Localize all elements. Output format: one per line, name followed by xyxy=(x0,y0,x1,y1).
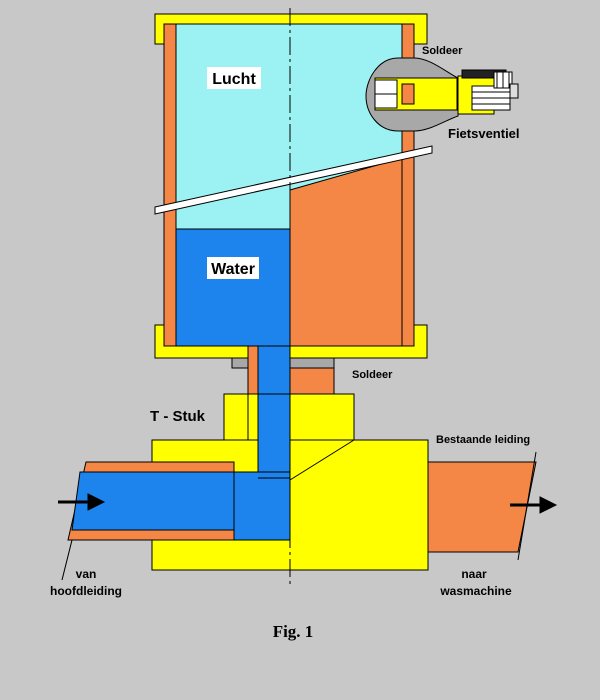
outlet-pipe-copper xyxy=(427,461,537,553)
label-naar: naar xyxy=(461,567,487,581)
label-soldeer-mid: Soldeer xyxy=(352,369,393,381)
standpipe-shoulder xyxy=(289,367,335,395)
t-cavity-water xyxy=(233,471,291,541)
label-van: van xyxy=(76,567,97,581)
svg-text:Water: Water xyxy=(211,261,255,278)
label-hoofdleiding: hoofdleiding xyxy=(50,584,122,598)
arrow-in-icon xyxy=(58,493,106,511)
svg-text:Lucht: Lucht xyxy=(212,71,256,88)
label-bestaande-leiding: Bestaande leiding xyxy=(436,434,530,446)
water-chamber xyxy=(175,228,291,347)
valve-assembly xyxy=(365,57,519,132)
label-t-stuk: T - Stuk xyxy=(150,408,206,425)
label-fietsventiel: Fietsventiel xyxy=(448,126,520,141)
label-water: Water xyxy=(207,257,259,279)
break-line xyxy=(154,145,433,215)
figure-caption: Fig. 1 xyxy=(273,622,314,641)
valve-chip xyxy=(401,83,415,105)
pipes xyxy=(67,461,537,553)
arrow-out-icon xyxy=(510,496,558,514)
flow-arrows xyxy=(58,493,558,514)
t-neck-water xyxy=(257,393,291,479)
copper-lower-right xyxy=(289,157,403,347)
label-soldeer-top: Soldeer xyxy=(422,45,463,57)
label-wasmachine: wasmachine xyxy=(439,584,512,598)
label-lucht: Lucht xyxy=(207,67,261,89)
